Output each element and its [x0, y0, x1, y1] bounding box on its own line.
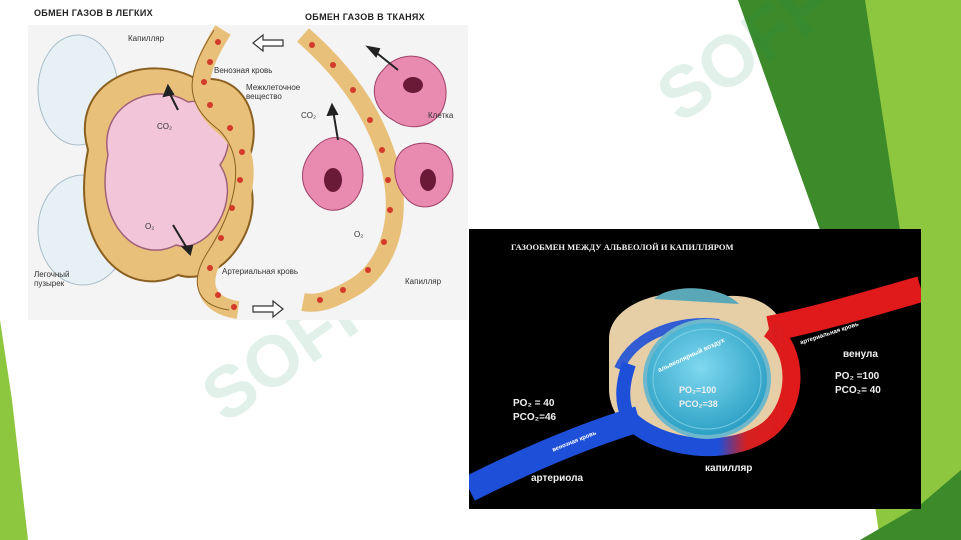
arteriola-label: артериола — [531, 473, 584, 484]
tissue-cells — [302, 55, 454, 211]
label-arterial-blood: Артериальная кровь — [222, 267, 299, 276]
label-intercellular: Межклеточное вещество — [246, 83, 301, 101]
label-o2-tissue: O₂ — [354, 230, 364, 239]
red-blood-cells — [201, 39, 393, 310]
arteriole-vessel — [469, 406, 643, 501]
label-cell: Клетка — [428, 111, 454, 120]
label-alveolus: Легочный пузырек — [34, 270, 70, 288]
venula-label: венула — [843, 349, 878, 360]
accent-strip-right-dark — [738, 0, 900, 230]
alveolus — [643, 319, 771, 439]
venule-vessel — [766, 276, 921, 342]
label-venous-blood: Венозная кровь — [214, 66, 273, 75]
capillary-label: капилляр — [705, 463, 753, 474]
left-po2: PO₂ = 40 — [513, 398, 555, 409]
left-pco2: PCO₂=46 — [513, 412, 557, 423]
panel-title: ГАЗООБМЕН МЕЖДУ АЛЬВЕОЛОЙ И КАПИЛЛЯРОМ — [511, 242, 734, 252]
gas-exchange-illustration — [28, 25, 468, 320]
label-co2-tissue: CO₂ — [301, 111, 317, 120]
alveolus-capillary-illustration — [469, 276, 921, 501]
title-lungs: ОБМЕН ГАЗОВ В ЛЕГКИХ — [34, 8, 153, 18]
label-o2-lung: O₂ — [145, 222, 155, 231]
label-capillary-bottom: Капилляр — [405, 277, 442, 286]
gas-arrows — [162, 45, 399, 256]
flow-arrows — [252, 33, 284, 319]
capillary-vessel — [622, 321, 801, 457]
tissue-capillary — [297, 28, 404, 312]
right-po2: PO₂ =100 — [835, 371, 880, 382]
alveolus-air — [104, 93, 230, 251]
accent-strip-left-light — [0, 320, 28, 540]
title-tissues: ОБМЕН ГАЗОВ В ТКАНЯХ — [305, 12, 425, 22]
accent-strip-bottom-dark — [860, 470, 961, 540]
right-pco2: PCO₂= 40 — [835, 385, 881, 396]
label-capillary-top: Капилляр — [128, 34, 165, 43]
alveola-pco2: PCO₂=38 — [679, 399, 718, 409]
label-co2-lung: CO₂ — [157, 122, 173, 131]
alveolus-capillary-panel: ГАЗООБМЕН МЕЖДУ АЛЬВЕОЛОЙ И КАПИЛЛЯРОМ а… — [469, 229, 921, 509]
arteriole-branch — [616, 361, 636, 423]
alveola-po2: PO₂=100 — [679, 385, 717, 395]
